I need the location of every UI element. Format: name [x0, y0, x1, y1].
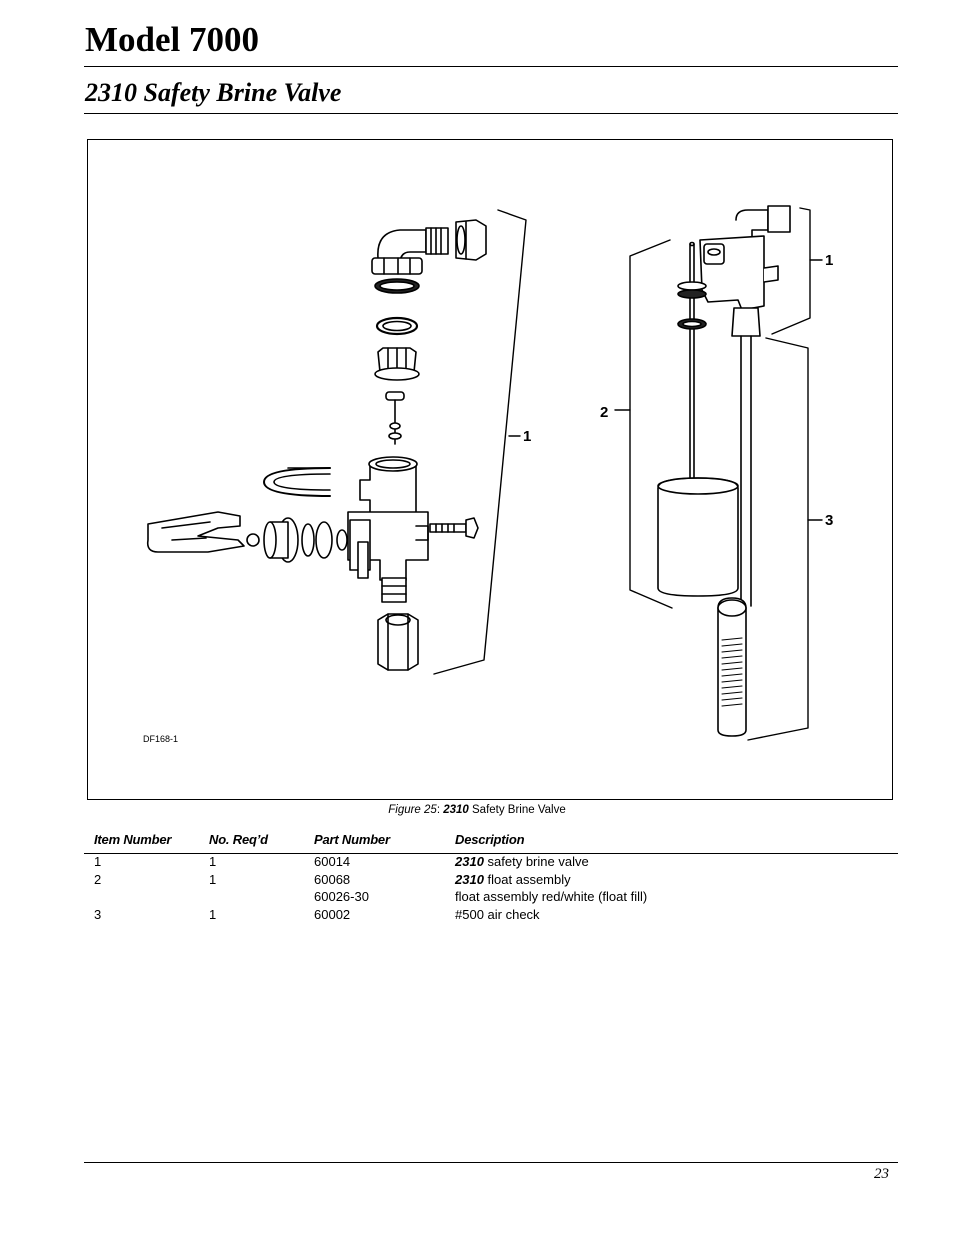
figure-caption: Figure 25: 2310 Safety Brine Valve	[0, 803, 954, 817]
drawing-code: DF168-1	[143, 734, 179, 744]
cell-part: 60002	[314, 907, 351, 922]
header-item-number: Item Number	[94, 832, 172, 847]
description-text: float assembly red/white (float fill)	[455, 889, 648, 904]
cell-item: 1	[94, 854, 102, 869]
cell-description: 2310 safety brine valve	[455, 854, 589, 870]
float-drawing	[657, 477, 739, 597]
bracket-3	[747, 337, 823, 741]
section-title: 2310 Safety Brine Valve	[85, 78, 342, 107]
description-text: safety brine valve	[483, 854, 589, 869]
description-text: float assembly	[483, 872, 571, 887]
safety-valve-head-drawing	[677, 205, 791, 337]
valve-body-drawing	[347, 456, 429, 603]
page-number: 23	[874, 1166, 889, 1182]
bracket-2	[614, 239, 673, 609]
clamp-drawing	[146, 511, 245, 553]
footer-rule	[84, 1162, 898, 1163]
header-description: Description	[455, 832, 525, 847]
cell-qty: 1	[209, 907, 217, 922]
table-header-rule	[84, 853, 898, 854]
cell-item: 3	[94, 907, 102, 922]
callout-2: 2	[600, 404, 609, 421]
document-title: Model 7000	[85, 20, 260, 59]
adjustment-screw-drawing	[429, 517, 479, 539]
bracket-1-right	[771, 207, 823, 335]
cell-qty: 1	[209, 872, 217, 887]
cell-description: #500 air check	[455, 907, 540, 923]
cell-description: 2310 float assembly	[455, 872, 571, 888]
figure-box: 1 2 1 3 DF168-1	[87, 139, 893, 800]
caption-prefix: Figure 25	[388, 804, 437, 816]
callout-1-left: 1	[523, 428, 532, 445]
compression-nut-drawing	[377, 613, 419, 671]
exploded-parts-drawing	[146, 205, 823, 741]
header-quantity: No. Req’d	[209, 832, 268, 847]
section-rule	[84, 113, 898, 114]
washers-drawing	[246, 517, 348, 563]
bracket-1-left	[433, 209, 527, 675]
cell-part: 60026-30	[314, 889, 369, 904]
description-model: 2310	[455, 872, 484, 887]
cell-description: float assembly red/white (float fill)	[455, 889, 647, 905]
cell-part: 60068	[314, 872, 351, 887]
air-check-drawing	[717, 597, 747, 737]
cell-qty: 1	[209, 854, 217, 869]
cell-item: 2	[94, 872, 102, 887]
callout-3: 3	[825, 512, 834, 529]
elbow-fitting-drawing	[371, 219, 487, 294]
caption-separator: :	[436, 804, 444, 816]
callout-1-right: 1	[825, 252, 834, 269]
float-rod-drawing	[689, 241, 695, 481]
title-rule	[84, 66, 898, 67]
cell-part: 60014	[314, 854, 351, 869]
check-ball-cage-drawing	[374, 347, 420, 381]
description-text: #500 air check	[455, 907, 540, 922]
u-clip-drawing	[263, 467, 331, 497]
caption-model: 2310	[443, 804, 469, 816]
caption-text: Safety Brine Valve	[468, 804, 566, 816]
header-part-number: Part Number	[314, 832, 390, 847]
air-check-tube-drawing	[740, 335, 752, 607]
stem-drawing	[385, 391, 405, 445]
o-ring-drawing	[375, 316, 419, 336]
description-model: 2310	[455, 854, 484, 869]
